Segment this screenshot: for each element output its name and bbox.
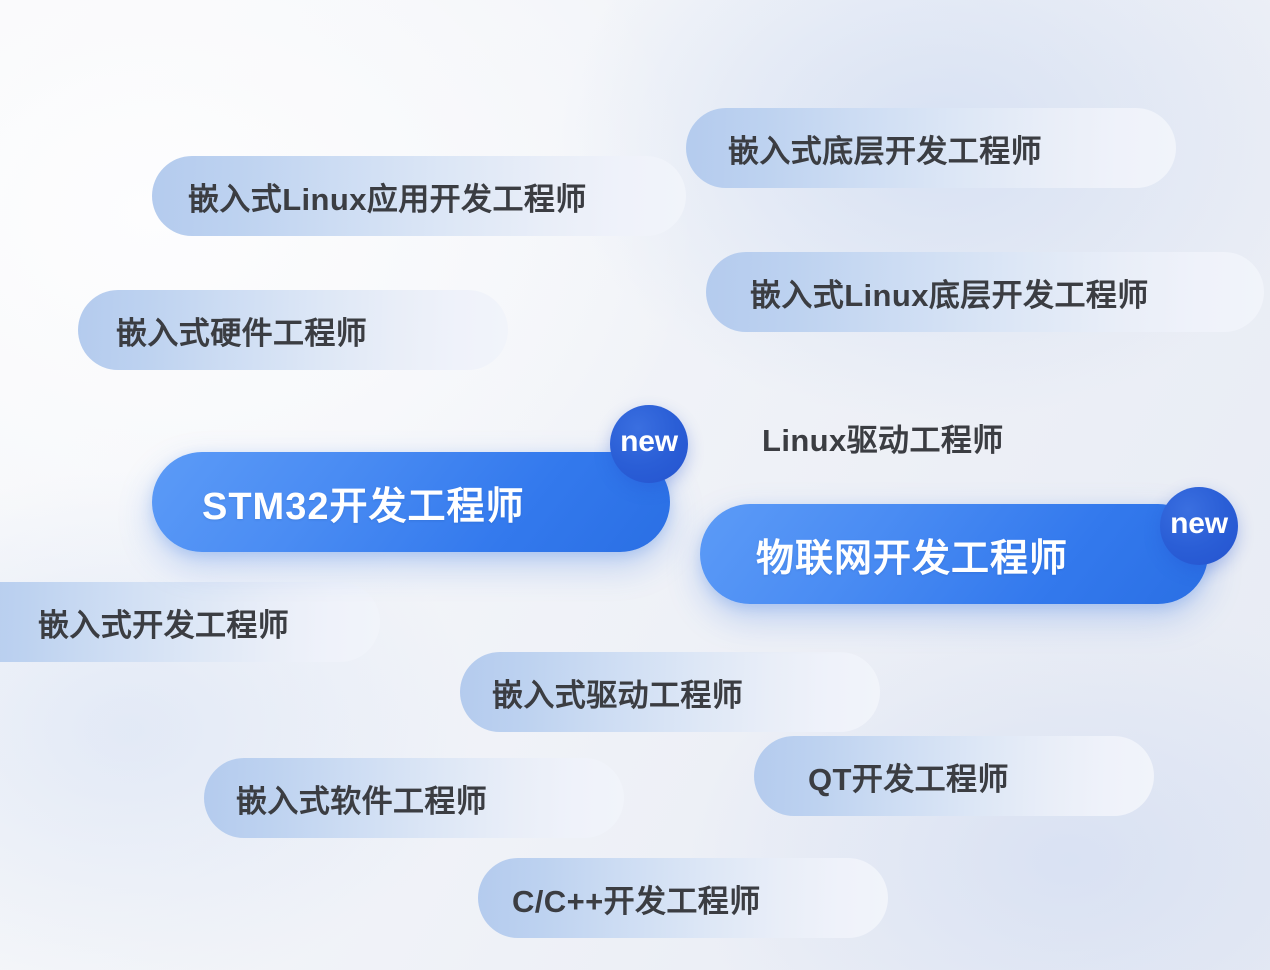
job-tag-embedded-low-level-dev-engineer[interactable]: 嵌入式底层开发工程师 bbox=[686, 108, 1176, 188]
job-tag-label: 物联网开发工程师 bbox=[756, 537, 1069, 580]
job-tag-embedded-driver-engineer[interactable]: 嵌入式驱动工程师 bbox=[460, 652, 880, 732]
job-tag-label: QT开发工程师 bbox=[808, 761, 1009, 797]
job-tag-embedded-dev-engineer[interactable]: 嵌入式开发工程师 bbox=[0, 582, 380, 662]
new-badge-label: new bbox=[620, 425, 678, 458]
job-tag-linux-driver-engineer[interactable]: Linux驱动工程师 bbox=[762, 423, 1004, 458]
job-tag-label: 嵌入式Linux应用开发工程师 bbox=[188, 181, 587, 217]
job-tag-label: 嵌入式硬件工程师 bbox=[116, 315, 368, 351]
job-tag-stm32-dev-engineer-featured[interactable]: STM32开发工程师 bbox=[152, 452, 670, 552]
job-tag-embedded-hardware-engineer[interactable]: 嵌入式硬件工程师 bbox=[78, 290, 508, 370]
job-tag-label: C/C++开发工程师 bbox=[512, 883, 761, 919]
job-tag-label: 嵌入式Linux底层开发工程师 bbox=[750, 277, 1149, 313]
job-tag-label: 嵌入式底层开发工程师 bbox=[728, 133, 1042, 169]
job-tag-qt-dev-engineer[interactable]: QT开发工程师 bbox=[754, 736, 1154, 816]
job-tag-label: 嵌入式开发工程师 bbox=[38, 607, 290, 643]
job-tag-c-cpp-dev-engineer[interactable]: C/C++开发工程师 bbox=[478, 858, 888, 938]
job-tag-label: STM32开发工程师 bbox=[202, 485, 525, 528]
job-tag-embedded-software-engineer[interactable]: 嵌入式软件工程师 bbox=[204, 758, 624, 838]
job-tag-embedded-linux-app-dev-engineer[interactable]: 嵌入式Linux应用开发工程师 bbox=[152, 156, 686, 236]
new-badge-stm32: new bbox=[610, 405, 688, 483]
job-tag-embedded-linux-low-level-dev-engineer[interactable]: 嵌入式Linux底层开发工程师 bbox=[706, 252, 1264, 332]
job-tag-label: 嵌入式软件工程师 bbox=[236, 783, 488, 819]
new-badge-iot: new bbox=[1160, 487, 1238, 565]
new-badge-label: new bbox=[1170, 507, 1228, 540]
job-tag-label: 嵌入式驱动工程师 bbox=[492, 677, 744, 713]
job-tag-iot-dev-engineer-featured[interactable]: 物联网开发工程师 bbox=[700, 504, 1208, 604]
